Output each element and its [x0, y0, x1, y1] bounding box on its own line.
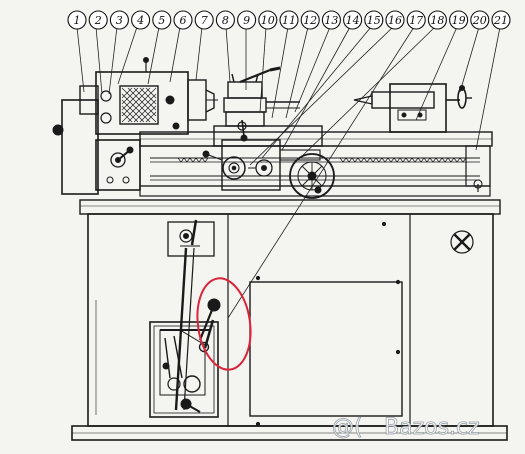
callout-circle — [152, 10, 172, 30]
callout-number: 2 — [94, 14, 102, 27]
callout-circle — [258, 10, 278, 30]
callout-number: 15 — [367, 14, 381, 27]
highlight-marker — [196, 277, 252, 371]
callout-circle — [321, 10, 341, 30]
callout-circle — [279, 10, 299, 30]
callout-circle — [194, 10, 214, 30]
callout-number: 17 — [409, 14, 423, 27]
tool-post — [223, 66, 300, 142]
watermark-text: Bazos.cz — [384, 415, 480, 440]
callout-number: 9 — [243, 14, 250, 27]
watermark-symbol: @( — [332, 415, 363, 440]
left-control-panel — [149, 219, 221, 418]
callout-number: 12 — [303, 14, 317, 27]
callout-circle — [88, 10, 108, 30]
callout-number: 7 — [201, 14, 208, 27]
callout-13: 13 — [321, 10, 341, 30]
tailstock — [353, 83, 472, 133]
callout-number: 18 — [430, 14, 444, 27]
callout-number: 13 — [324, 14, 338, 27]
callout-5: 5 — [152, 10, 172, 30]
callout-circle — [427, 10, 447, 30]
callout-21: 21 — [491, 10, 511, 30]
callout-circle — [470, 10, 490, 30]
carriage — [202, 125, 335, 199]
callout-circle — [131, 10, 151, 30]
callout-number: 14 — [346, 14, 360, 27]
callout-circle — [173, 10, 193, 30]
callout-15: 15 — [364, 10, 384, 30]
callout-circle — [215, 10, 235, 30]
callout-17: 17 — [406, 10, 426, 30]
callout-14: 14 — [343, 10, 363, 30]
callout-number: 3 — [116, 14, 123, 27]
callout-4: 4 — [131, 10, 151, 30]
callout-circle — [343, 10, 363, 30]
gearbox — [95, 139, 141, 191]
callout-20: 20 — [470, 10, 490, 30]
callout-number: 10 — [261, 14, 275, 27]
callout-12: 12 — [300, 10, 320, 30]
callout-number: 8 — [222, 14, 229, 27]
callout-circle — [67, 10, 87, 30]
callout-number: 19 — [452, 14, 466, 27]
callout-number: 21 — [493, 14, 508, 27]
callout-circle — [449, 10, 469, 30]
callout-number: 20 — [472, 14, 487, 27]
callout-3: 3 — [109, 10, 129, 30]
callout-circle — [385, 10, 405, 30]
callout-number: 6 — [180, 14, 187, 27]
callout-circle — [406, 10, 426, 30]
machine-base — [71, 199, 508, 441]
callout-circle — [237, 10, 257, 30]
callout-number: 1 — [74, 14, 81, 27]
callout-number: 4 — [136, 14, 144, 27]
callout-18: 18 — [427, 10, 447, 30]
callout-circle — [109, 10, 129, 30]
watermark: @( Bazos.cz — [332, 415, 480, 441]
callout-10: 10 — [258, 10, 278, 30]
callout-6: 6 — [173, 10, 193, 30]
leader-lines — [76, 26, 501, 319]
callout-2: 2 — [88, 10, 108, 30]
callout-circle — [491, 10, 511, 30]
callout-circle — [300, 10, 320, 30]
callout-19: 19 — [449, 10, 469, 30]
callout-number: 11 — [282, 14, 296, 27]
callout-8: 8 — [215, 10, 235, 30]
bed-ways — [139, 131, 493, 197]
callout-circle — [364, 10, 384, 30]
headstock — [52, 57, 218, 195]
callout-11: 11 — [279, 10, 299, 30]
callout-number: 16 — [388, 14, 402, 27]
callout-1: 1 — [67, 10, 87, 30]
callout-number: 5 — [158, 14, 165, 27]
callout-7: 7 — [194, 10, 214, 30]
callout-16: 16 — [385, 10, 405, 30]
callout-9: 9 — [237, 10, 257, 30]
